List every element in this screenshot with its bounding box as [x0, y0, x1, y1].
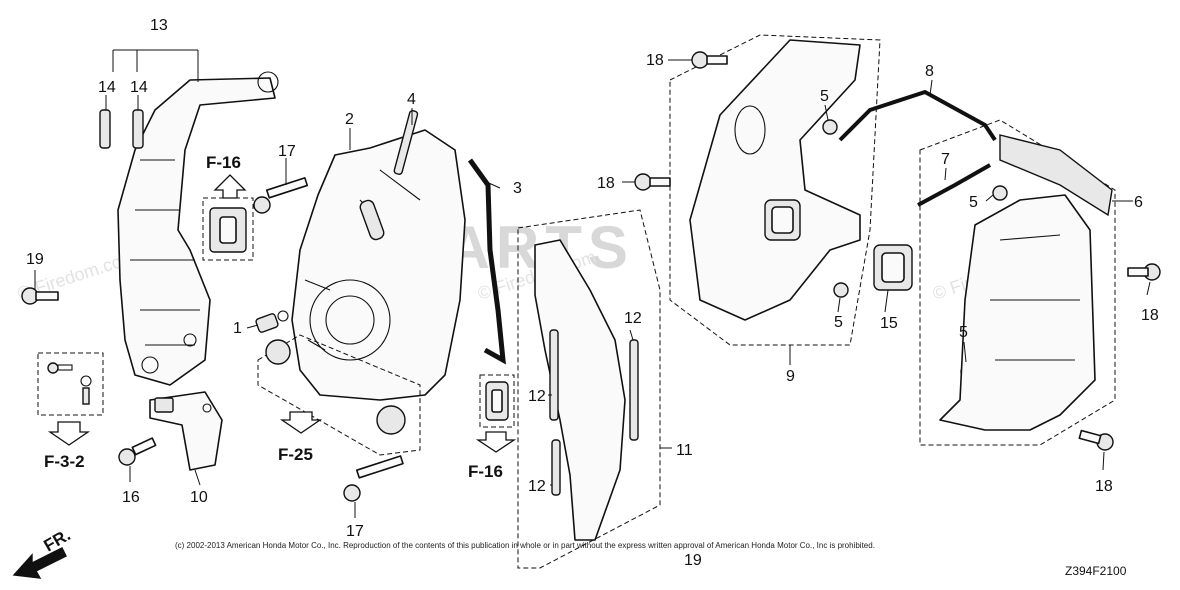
label-part-17b: 17 [346, 523, 364, 540]
label-part-18a: 18 [646, 52, 664, 69]
nut-5-a [822, 119, 838, 135]
strip-12c [629, 339, 639, 441]
label-part-5c: 5 [969, 194, 978, 211]
copyright-notice: (c) 2002-2013 American Honda Motor Co., … [175, 541, 875, 550]
cover-part-11 [517, 209, 661, 569]
label-part-5b: 5 [834, 314, 843, 331]
part-1 [255, 310, 289, 333]
leader-lines [34, 49, 1151, 518]
label-part-9: 9 [786, 368, 795, 385]
ref-label-f16-left: F-16 [206, 153, 241, 172]
ref-label-f16-center: F-16 [468, 462, 503, 481]
grommet-part-15 [873, 244, 913, 291]
label-part-6: 6 [1134, 194, 1143, 211]
label-part-12b: 12 [528, 388, 546, 405]
label-part-1: 1 [233, 320, 242, 337]
strip-12b [551, 439, 561, 496]
label-part-7: 7 [941, 151, 950, 168]
ref-arrow-f16-center [475, 431, 517, 453]
ref-arrow-f25 [279, 411, 323, 434]
label-part-18b: 18 [597, 175, 615, 192]
label-part-3: 3 [513, 180, 522, 197]
label-part-17a: 17 [278, 143, 296, 160]
fan-cover-part-2 [291, 110, 466, 401]
strip-12a [549, 329, 559, 421]
label-part-16: 16 [122, 489, 140, 506]
grommet-f16-left [202, 197, 254, 261]
strip-part-8 [838, 89, 997, 142]
label-part-18c: 18 [1141, 307, 1159, 324]
label-part-5a: 5 [820, 88, 829, 105]
group-f32 [37, 352, 104, 416]
seal-strip-14b [132, 109, 144, 149]
front-direction-arrow [12, 547, 67, 579]
bolt-17-upper [253, 177, 309, 214]
strip-part-4 [393, 110, 419, 175]
part-labels: 13 14 14 19 1 2 4 17 3 16 10 17 12 12 12… [26, 17, 1159, 569]
bolt-17-lower [343, 455, 404, 502]
front-label: FR. [41, 525, 74, 555]
nut-5-b [833, 282, 849, 298]
bolt-18-c [1127, 263, 1161, 281]
bolt-16 [118, 437, 157, 466]
label-part-2: 2 [345, 111, 354, 128]
bolt-18-b [634, 173, 671, 191]
label-part-11: 11 [676, 442, 693, 459]
shroud-part-9 [669, 34, 881, 346]
label-part-5d: 5 [959, 324, 968, 341]
label-part-13: 13 [150, 17, 168, 34]
grommet-f16-center [479, 374, 515, 428]
group-f25 [257, 334, 421, 456]
bracket-part-13 [99, 71, 279, 386]
label-part-15: 15 [880, 315, 898, 332]
ref-arrow-f16-left [213, 174, 247, 199]
ref-arrow-f32 [47, 421, 91, 446]
label-part-18d: 18 [1095, 478, 1113, 495]
diagram-code: Z394F2100 [1065, 564, 1127, 578]
label-part-10: 10 [190, 489, 208, 506]
ref-label-f25: F-25 [278, 445, 313, 464]
cover-part-6 [919, 119, 1116, 446]
label-part-12c: 12 [528, 478, 546, 495]
ref-label-f32: F-3-2 [44, 452, 85, 471]
label-part-14b: 14 [130, 79, 148, 96]
strip-part-7 [917, 163, 991, 207]
label-part-8: 8 [925, 63, 934, 80]
label-part-19: 19 [26, 251, 44, 268]
label-part-19b: 19 [684, 552, 702, 569]
reference-labels: F-16 F-3-2 F-25 F-16 FR. [41, 153, 503, 555]
label-part-12a: 12 [624, 310, 642, 327]
seal-strip-14a [99, 109, 111, 149]
label-part-4: 4 [407, 91, 416, 108]
plate-part-10 [149, 391, 223, 471]
label-part-14a: 14 [98, 79, 116, 96]
bolt-19 [21, 287, 59, 305]
bolt-18-d [1078, 429, 1114, 451]
nut-5-c [992, 185, 1008, 201]
